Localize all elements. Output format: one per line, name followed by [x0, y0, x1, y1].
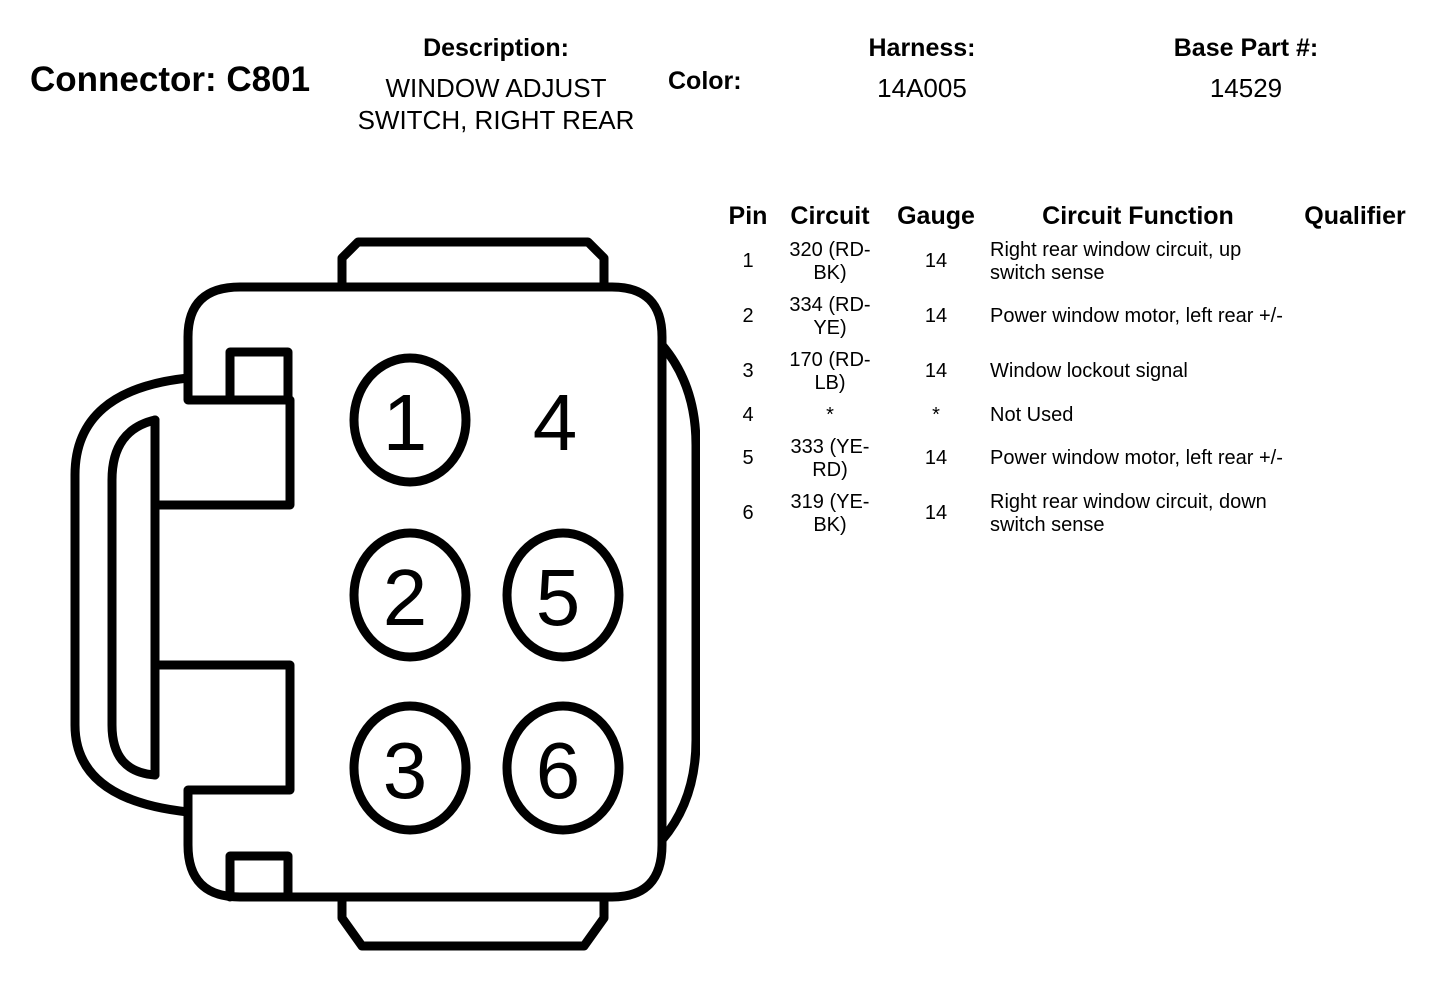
pin-cavity-3 [349, 701, 471, 835]
header-circuit-function: Circuit Function [1042, 201, 1234, 230]
cell-circuit: * [826, 403, 834, 426]
header-pin: Pin [728, 201, 768, 230]
pin-cavity-5 [502, 528, 624, 662]
cell-circuit: 333 (YE-RD) [790, 435, 870, 481]
description-value: WINDOW ADJUST SWITCH, RIGHT REAR [336, 72, 656, 136]
cell-qualifier [1290, 431, 1420, 486]
header-gauge: Gauge [897, 201, 975, 230]
cell-pin: 4 [742, 403, 754, 426]
pin-cavity-6 [502, 701, 624, 835]
cell-pin: 1 [742, 250, 754, 272]
cell-circuit-function: Power window motor, left rear +/- [990, 447, 1283, 469]
table-row: 5 333 (YE-RD) 14 Power window motor, lef… [722, 431, 1420, 486]
cell-circuit-function: Power window motor, left rear +/- [990, 305, 1283, 327]
connector-body-outline [150, 282, 667, 902]
connector-title: Connector: C801 [30, 60, 311, 99]
base-part-value: 14529 [1209, 73, 1283, 103]
pin-cavity-1 [349, 353, 471, 487]
pin-number-3: 3 [383, 726, 428, 815]
cell-gauge: 14 [924, 360, 948, 382]
description-line-2: SWITCH, RIGHT REAR [357, 105, 635, 135]
pin-number-4: 4 [533, 378, 578, 467]
cell-pin: 2 [742, 305, 754, 327]
cell-gauge: * [932, 403, 940, 426]
cell-qualifier [1290, 344, 1420, 399]
cell-qualifier [1290, 486, 1420, 541]
bottom-left-notch [225, 851, 293, 902]
cell-circuit: 319 (YE-BK) [790, 490, 870, 536]
harness-label: Harness: [868, 34, 976, 62]
pin-number-5: 5 [536, 553, 581, 642]
header-circuit: Circuit [790, 201, 870, 230]
left-lock-arc-outer [70, 373, 193, 817]
cell-pin: 5 [742, 447, 754, 469]
pin-number-2: 2 [383, 553, 428, 642]
table-row: 6 319 (YE-BK) 14 Right rear window circu… [722, 486, 1420, 541]
header-qualifier: Qualifier [1304, 201, 1406, 230]
top-left-notch [225, 347, 293, 405]
left-lock-arc-inner [107, 415, 160, 780]
bottom-latch-tab [337, 892, 609, 951]
table-header-row: Pin Circuit Gauge Circuit Function Quali… [722, 198, 1420, 234]
table-row: 4 * * Not Used [722, 399, 1420, 431]
cell-circuit-function: Right rear window circuit, up switch sen… [990, 238, 1242, 284]
cell-circuit-function: Window lockout signal [990, 360, 1188, 382]
description-label: Description: [423, 34, 569, 62]
cell-circuit: 320 (RD-BK) [789, 238, 871, 284]
table-row: 3 170 (RD-LB) 14 Window lockout signal [722, 344, 1420, 399]
pin-number-6: 6 [536, 726, 581, 815]
description-line-1: WINDOW ADJUST [385, 73, 607, 103]
cell-pin: 3 [742, 360, 754, 382]
cell-gauge: 14 [924, 305, 948, 327]
cell-circuit: 334 (RD-YE) [789, 293, 871, 339]
table-row: 2 334 (RD-YE) 14 Power window motor, lef… [722, 289, 1420, 344]
cell-qualifier [1290, 234, 1420, 289]
pin-cavity-2 [349, 528, 471, 662]
cell-pin: 6 [742, 502, 754, 524]
cell-circuit-function: Not Used [990, 403, 1074, 426]
right-side-bulge [657, 340, 700, 845]
cell-gauge: 14 [924, 250, 948, 272]
harness-value: 14A005 [877, 73, 967, 103]
cell-circuit-function: Right rear window circuit, down switch s… [990, 490, 1267, 536]
pinout-table: Pin Circuit Gauge Circuit Function Quali… [722, 198, 1420, 541]
pin-number-1: 1 [383, 378, 428, 467]
cell-qualifier [1290, 399, 1420, 431]
connector-face-diagram: 1 2 3 4 5 6 [70, 237, 700, 951]
cell-gauge: 14 [924, 502, 948, 524]
table-row: 1 320 (RD-BK) 14 Right rear window circu… [722, 234, 1420, 289]
color-label: Color: [668, 67, 742, 95]
cell-circuit: 170 (RD-LB) [789, 348, 871, 394]
base-part-label: Base Part #: [1173, 34, 1319, 62]
cell-qualifier [1290, 289, 1420, 344]
top-latch-tab [337, 237, 609, 292]
cell-gauge: 14 [924, 447, 948, 469]
